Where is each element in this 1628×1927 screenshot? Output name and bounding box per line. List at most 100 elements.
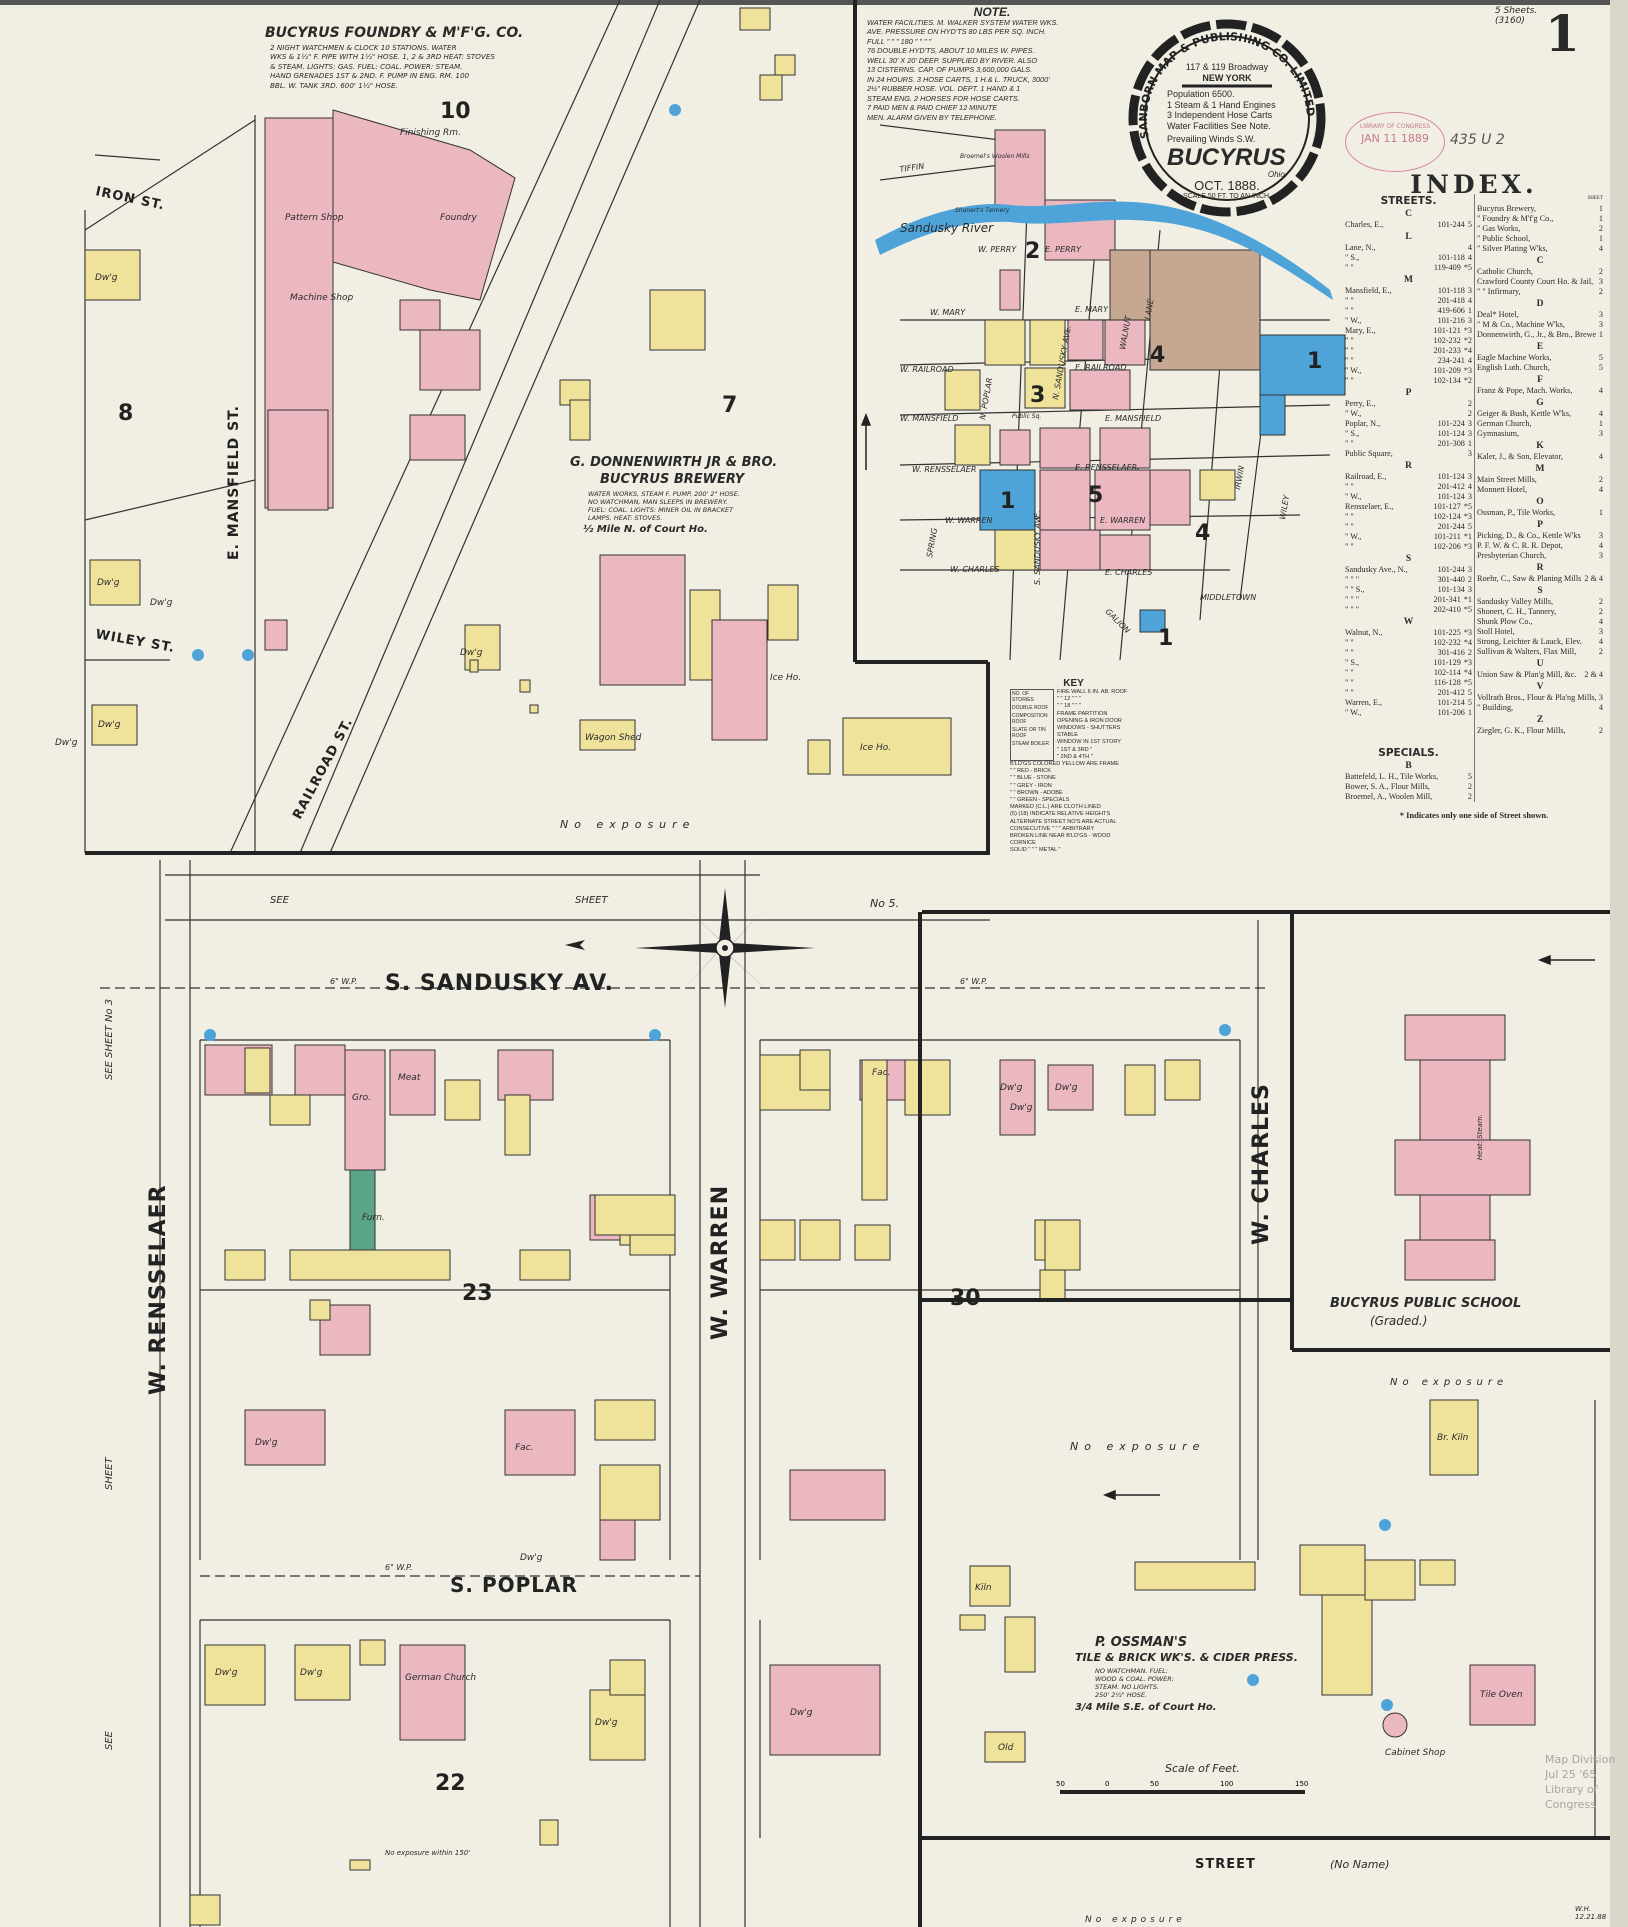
building: [769, 1664, 881, 1756]
index-letter: L: [1405, 232, 1412, 242]
entry-range: 301-440: [1437, 575, 1465, 584]
building: [504, 1094, 531, 1156]
building: [594, 1399, 656, 1441]
see-label: SEE: [104, 1730, 115, 1750]
foundry-description: 2 Night watchmen & clock 10 stations. Wa…: [270, 43, 495, 90]
hydrant-icon: [649, 1029, 661, 1041]
building: [1299, 1544, 1366, 1596]
entry-sheet: 3: [1598, 531, 1603, 540]
entry-sheet: *3: [1463, 512, 1472, 521]
inset-street-label: W. MANSFIELD: [900, 414, 958, 423]
scale-label: Scale of Feet.: [1165, 1762, 1240, 1775]
entry-name: " ": [1345, 542, 1354, 551]
exposure-note: No exposure: [1085, 1915, 1186, 1925]
entry-name: Strong, Leichter & Lauck, Elev.: [1477, 637, 1582, 646]
brewery-description: Water works, steam F. pump, 200' 2" hose…: [588, 490, 740, 522]
entry-range: 101-118: [1437, 286, 1465, 295]
description-line: 2 Night watchmen & clock 10 stations. Wa…: [270, 43, 457, 52]
building: [609, 1659, 646, 1696]
entry-range: 201-418: [1437, 296, 1465, 305]
entry-range: 201-412: [1437, 688, 1465, 697]
building-label: Dw'g: [95, 273, 118, 283]
description-line: 250' 2½" hose.: [1095, 1691, 1148, 1699]
entry-name: " " ": [1345, 595, 1360, 604]
entry-name: Battefeld, L. H., Tile Works,: [1345, 772, 1439, 781]
building-label: Br. Kiln: [1437, 1433, 1469, 1443]
entry-name: " ": [1345, 668, 1354, 677]
key-line: " " grey - iron: [1010, 782, 1052, 789]
index-entry: " " "201-341*1: [1345, 595, 1472, 605]
building-label: Dw'g: [1010, 1103, 1033, 1113]
building-label: Dw'g: [595, 1718, 618, 1728]
description-line: lamps. Heat: stoves.: [588, 514, 663, 522]
entry-sheet: 3: [1467, 316, 1472, 325]
entry-name: " S.,: [1345, 253, 1360, 262]
inset-street-label: S. SANDUSKY AVE.: [1033, 510, 1042, 585]
entry-name: " " Infirmary,: [1477, 287, 1521, 296]
building: [799, 1049, 831, 1091]
entry-sheet: 4: [1598, 244, 1603, 253]
building-label: Gro.: [352, 1093, 371, 1103]
seal-scale: SCALE 50 FT. TO AN INCH.: [1182, 192, 1272, 200]
block-number: 23: [462, 1281, 493, 1306]
entry-name: Franz & Pope, Mach. Works,: [1477, 386, 1573, 395]
inset-sheet-number: 2: [1025, 239, 1040, 264]
entry-sheet: 2: [1467, 409, 1472, 418]
entry-name: " ": [1345, 296, 1354, 305]
entry-name: Ossman, P., Tile Works,: [1477, 508, 1556, 517]
index-entry: Shonert, C. H., Tannery,2: [1477, 607, 1603, 617]
building: [959, 1614, 986, 1631]
building: [1109, 249, 1151, 321]
entry-name: Main Street Mills,: [1477, 475, 1537, 484]
entry-sheet: 3: [1598, 429, 1603, 438]
building: [189, 1894, 221, 1926]
entry-range: 419-606: [1437, 306, 1465, 315]
draftsman-initials: W.H.12.21.88: [1575, 1905, 1606, 1921]
entry-range: 102-124: [1433, 512, 1461, 521]
building: [994, 529, 1036, 571]
entry-sheet: 5: [1467, 522, 1472, 531]
entry-range: 202-410: [1433, 605, 1461, 614]
inset-street-label: E. CHARLES: [1105, 568, 1152, 577]
note-line: Ave. Pressure on Hyd'ts 80 lbs per sq. i…: [867, 27, 1047, 36]
building-label: Finishing Rm.: [400, 128, 461, 138]
entry-name: " ": [1345, 439, 1354, 448]
index-entry: " Silver Plating W'ks,4: [1477, 244, 1603, 254]
entry-range: 102-134: [1433, 376, 1461, 385]
inset-street-label: E. MARY: [1075, 305, 1109, 314]
index-entry: Presbyterian Church,3: [1477, 551, 1603, 561]
specials-heading: SPECIALS.: [1378, 747, 1439, 759]
building: [1067, 319, 1104, 361]
entry-sheet: *5: [1463, 605, 1472, 614]
inset-sheet-number: 4: [1195, 521, 1210, 546]
index-entry: " W.,101-211*1: [1345, 532, 1472, 542]
entry-name: Perry, E.,: [1345, 399, 1376, 408]
block-number: 22: [435, 1771, 466, 1796]
index-entry: " " "202-410*5: [1345, 605, 1472, 615]
note-line: 13 Cisterns. Cap. of Pumps 3,600,000 Gal…: [867, 65, 1033, 74]
water-pipe-label: 6" W.P.: [330, 977, 357, 986]
entry-sheet: 1: [1598, 214, 1603, 223]
building: [294, 1644, 351, 1701]
scale-tick: 50: [1150, 1780, 1159, 1788]
key-line: " " 18 " " ": [1057, 703, 1081, 710]
entry-sheet: 2: [1598, 475, 1603, 484]
inset-street-label: W. MARY: [930, 308, 966, 317]
entry-name: Eagle Machine Works,: [1477, 353, 1552, 362]
building: [409, 414, 466, 461]
entry-sheet: 3: [1598, 693, 1603, 702]
building: [979, 469, 1036, 531]
index-entry: " Gas Works,2: [1477, 224, 1603, 234]
index-letter: F: [1537, 375, 1543, 385]
entry-name: Geiger & Bush, Kettle W'ks,: [1477, 409, 1572, 418]
entry-sheet: 3: [1598, 277, 1603, 286]
building: [1004, 1616, 1036, 1673]
entry-name: " Foundry & M'f'g Co.,: [1477, 214, 1554, 223]
index-entry: Bower, S. A., Flour Mills,2: [1345, 782, 1472, 792]
